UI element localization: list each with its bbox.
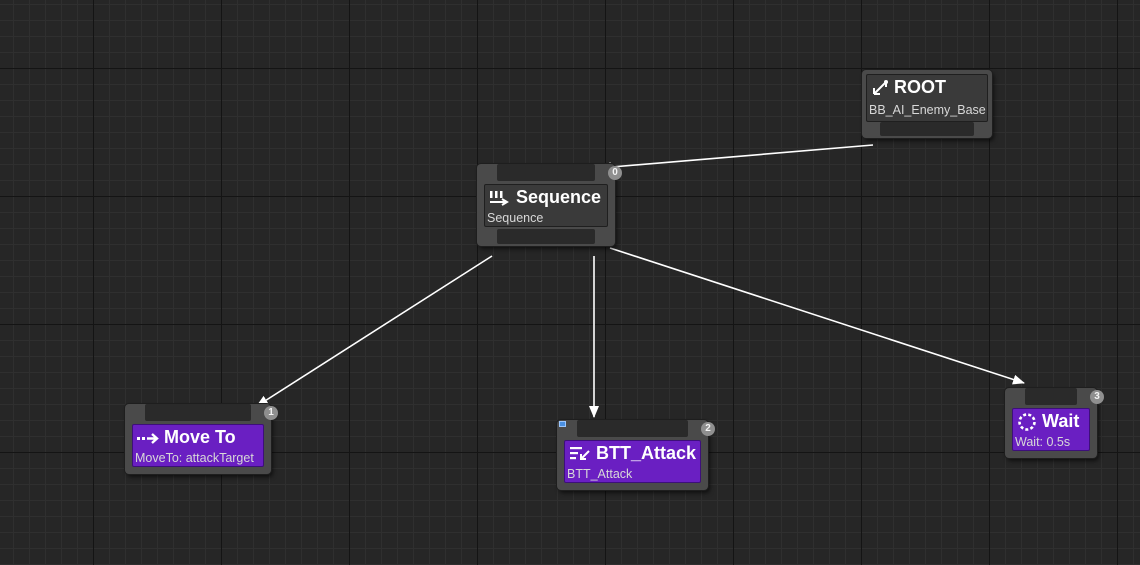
btt-attack-node-title: BTT_Attack (596, 443, 697, 463)
task-icon (570, 446, 590, 460)
btt-attack-input-pin[interactable] (577, 420, 688, 437)
wait-node-subtitle: Wait: 0.5s (1015, 435, 1071, 449)
wait-node-title: Wait (1042, 411, 1080, 431)
root-node-title-row: ROOT (871, 77, 946, 98)
wait-node-title-row: Wait (1017, 411, 1079, 432)
sequence-node-body: Sequence Sequence (484, 184, 608, 227)
sequence-output-pin[interactable] (497, 229, 595, 244)
wait-input-pin[interactable] (1025, 388, 1077, 405)
btt-attack-node-subtitle: BTT_Attack (567, 467, 633, 481)
move-to-node-body: Move To MoveTo: attackTarget (132, 424, 264, 467)
move-to-node-title-row: Move To (137, 427, 236, 448)
move-to-index-badge: 1 (264, 406, 278, 420)
wait-node[interactable]: Wait Wait: 0.5s 3 (1005, 388, 1104, 458)
wire-root-to-sequence (599, 144, 874, 173)
root-node-body: ROOT BB_AI_Enemy_Base (866, 74, 988, 122)
sequence-node[interactable]: Sequence Sequence 0 (477, 164, 622, 246)
root-icon (873, 79, 888, 95)
btt-attack-node-body: BTT_Attack BTT_Attack (564, 440, 701, 483)
root-node-subtitle: BB_AI_Enemy_Base (869, 103, 986, 117)
btt-attack-node[interactable]: BTT_Attack BTT_Attack 2 (557, 420, 715, 490)
wire-sequence-to-move-to (256, 255, 493, 407)
btt-attack-node-title-row: BTT_Attack (569, 443, 696, 464)
sequence-icon (490, 190, 509, 206)
move-to-node-title: Move To (164, 427, 236, 447)
root-node[interactable]: ROOT BB_AI_Enemy_Base (862, 70, 992, 138)
root-output-pin[interactable] (880, 122, 974, 136)
wait-index-badge: 3 (1090, 390, 1104, 404)
sequence-node-title-row: Sequence (489, 187, 601, 208)
move-to-input-pin[interactable] (145, 404, 251, 421)
wire-sequence-to-wait (609, 247, 1025, 385)
wait-icon (1018, 412, 1036, 431)
move-to-node[interactable]: Move To MoveTo: attackTarget 1 (125, 404, 278, 474)
move-to-node-subtitle: MoveTo: attackTarget (135, 451, 254, 465)
move-to-icon (137, 432, 159, 444)
sequence-input-pin[interactable] (497, 164, 595, 181)
sequence-node-subtitle: Sequence (487, 211, 544, 225)
sequence-node-title: Sequence (516, 187, 602, 207)
sequence-index-badge: 0 (608, 166, 622, 180)
btt-attack-index-badge: 2 (701, 422, 715, 436)
wait-node-body: Wait Wait: 0.5s (1012, 408, 1090, 451)
breakpoint-flag-icon (559, 421, 566, 427)
root-node-title: ROOT (894, 77, 946, 97)
